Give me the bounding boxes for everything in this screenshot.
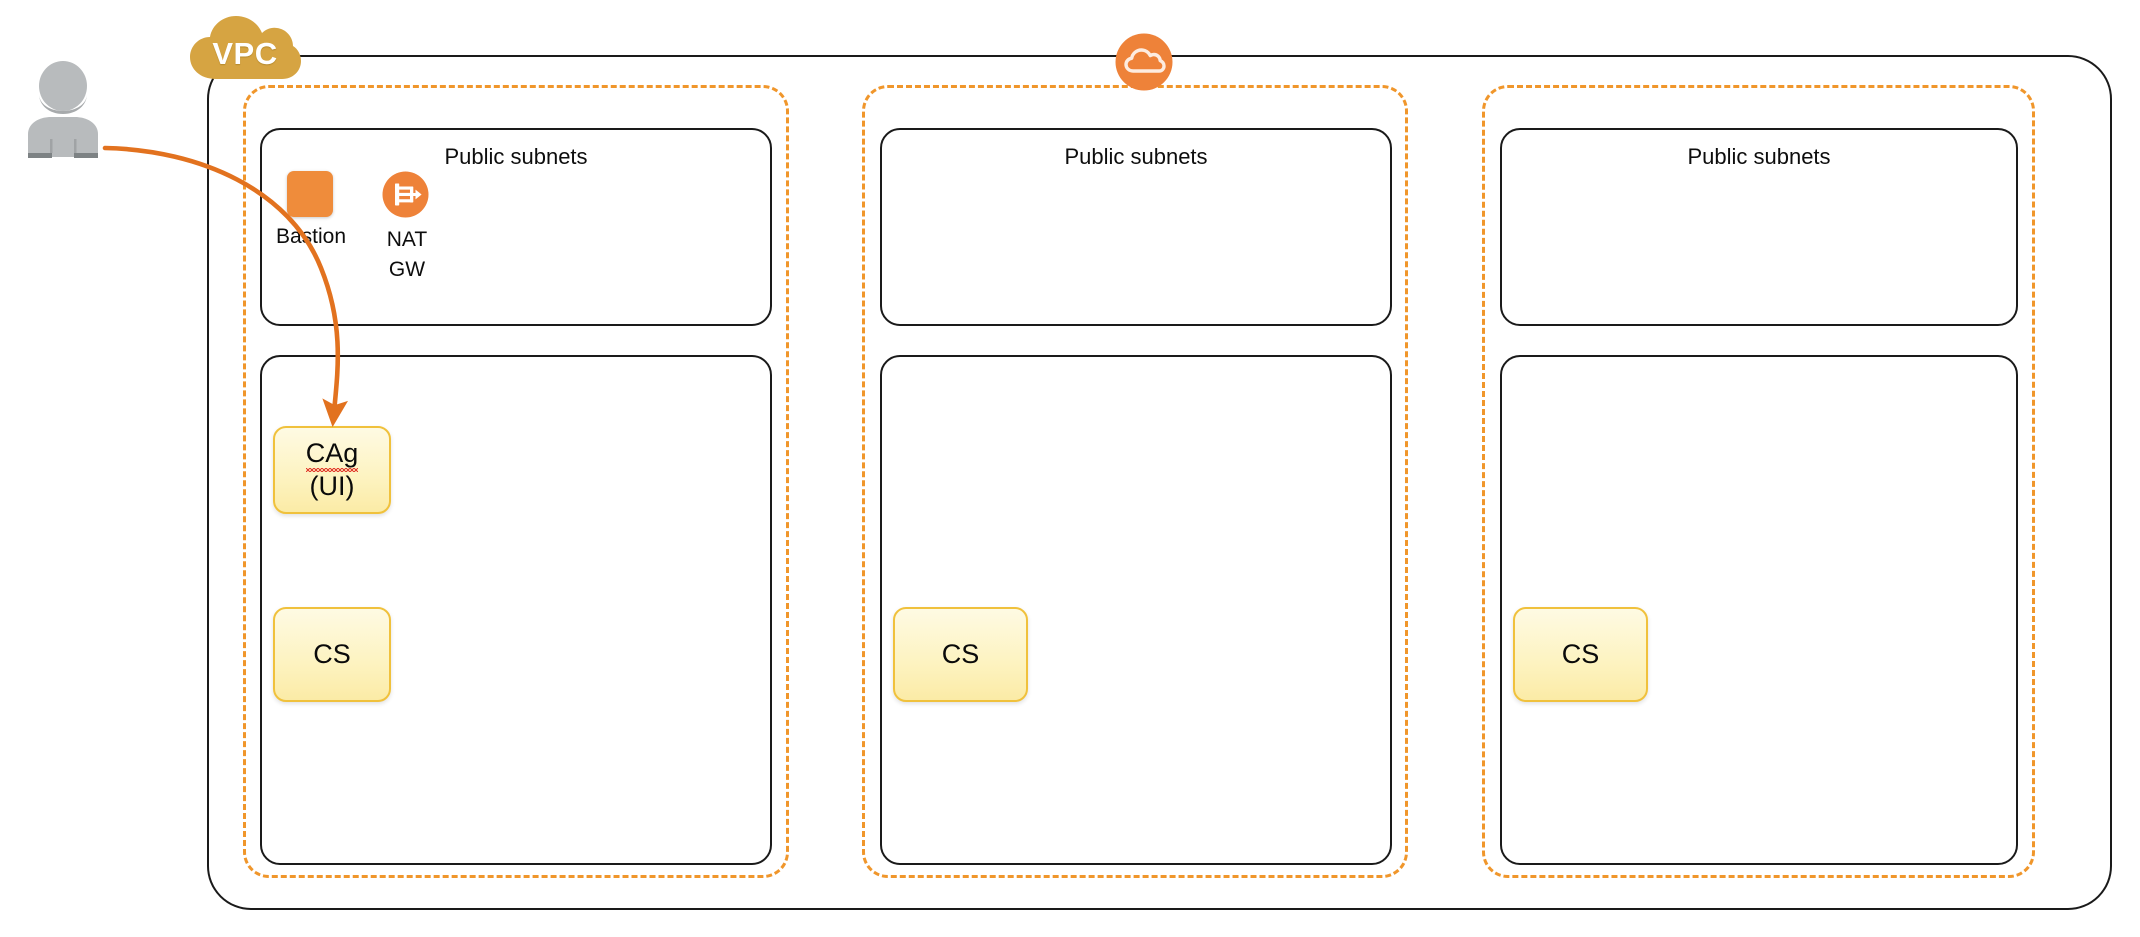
aws-cloud-icon <box>1115 33 1173 91</box>
bastion-label: Bastion <box>275 225 347 248</box>
node-cag-ui[interactable]: CAg (UI) <box>273 426 391 514</box>
bastion-resource[interactable]: Bastion <box>276 171 369 261</box>
private-subnet-az2 <box>880 355 1392 865</box>
availability-zone-1 <box>243 85 789 878</box>
user-actor <box>20 60 106 158</box>
node-cag-line1: CAg <box>305 437 359 472</box>
node-cs-az2-label: CS <box>941 639 980 669</box>
vpc-cloud-icon <box>190 16 301 79</box>
private-subnet-az3 <box>1500 355 2018 865</box>
nat-gateway-resource[interactable]: NAT GW <box>375 171 467 291</box>
user-actor-icon <box>28 61 98 158</box>
nat-gateway-icon <box>382 171 429 218</box>
private-subnet-az1 <box>260 355 772 865</box>
node-cs-az1[interactable]: CS <box>273 607 391 702</box>
node-cag-text: CAg <box>305 438 359 472</box>
node-cs-az2[interactable]: CS <box>893 607 1028 702</box>
node-cs-az3[interactable]: CS <box>1513 607 1648 702</box>
node-cs-az1-label: CS <box>313 639 351 669</box>
vpc-label: VPC <box>212 36 278 71</box>
nat-gateway-label: NAT GW <box>357 225 457 285</box>
public-subnet-az1-label: Public subnets <box>444 144 588 169</box>
node-cs-az3-label: CS <box>1561 639 1600 669</box>
public-subnet-az3-label: Public subnets <box>1687 144 1831 169</box>
nat-gateway-label-line2: GW <box>388 258 426 281</box>
public-subnet-az2: Public subnets <box>880 128 1392 326</box>
aws-cloud-badge <box>1115 33 1173 91</box>
nat-gateway-label-line1: NAT <box>386 228 428 251</box>
public-subnet-az2-label: Public subnets <box>1064 144 1208 169</box>
public-subnet-az3: Public subnets <box>1500 128 2018 326</box>
availability-zone-3 <box>1482 85 2035 878</box>
vpc-cloud-badge: VPC <box>186 13 304 85</box>
node-cag-line2: (UI) <box>309 471 355 501</box>
bastion-icon <box>287 171 333 217</box>
